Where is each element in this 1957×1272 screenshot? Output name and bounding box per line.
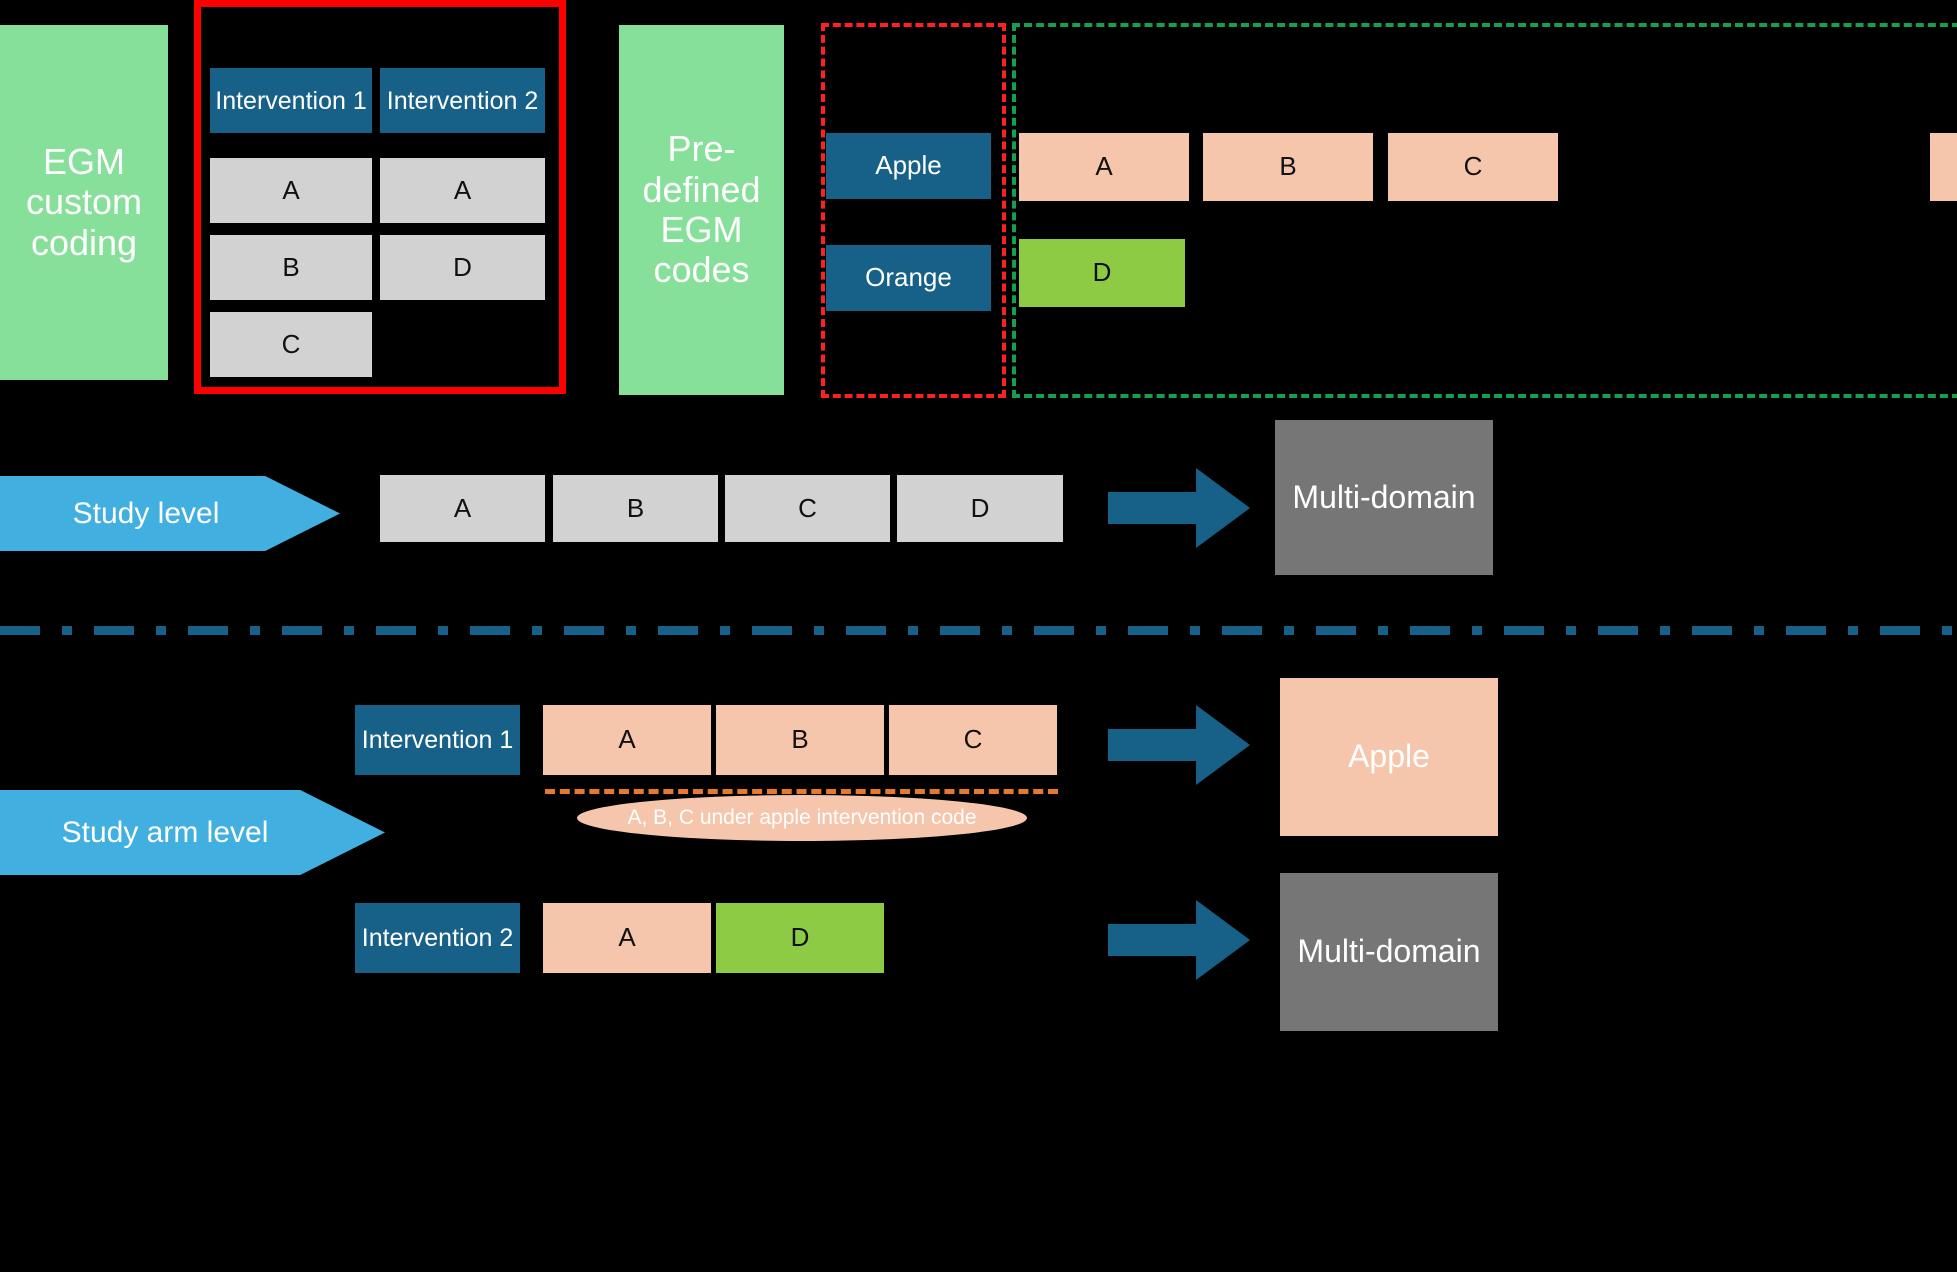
- predefined-egm-codes-label: Pre-defined EGM codes: [619, 25, 784, 395]
- study-arm-level-chevron: Study arm level: [0, 790, 385, 875]
- predefined-outcome-code-d: D: [1019, 239, 1185, 307]
- study-arm-1-code: A: [543, 705, 711, 775]
- predefined-codes-red-outline: [821, 23, 1006, 398]
- study-arm-2-code: D: [716, 903, 884, 973]
- study-arm-2-result-multi-domain: Multi-domain: [1280, 873, 1498, 1031]
- custom-table-header-intervention-1: Intervention 1: [210, 68, 372, 133]
- custom-table-cell: D: [380, 235, 545, 300]
- custom-table-header-intervention-2: Intervention 2: [380, 68, 545, 133]
- study-level-code: B: [553, 475, 718, 542]
- custom-table-cell: C: [210, 312, 372, 377]
- study-arm-2-code: A: [543, 903, 711, 973]
- study-arm-1-note-bubble: A, B, C under apple intervention code: [577, 795, 1027, 841]
- custom-table-cell: A: [210, 158, 372, 223]
- predefined-outcome-code-partial: [1930, 133, 1957, 201]
- study-arm-1-right-arrow-icon: [1108, 705, 1250, 785]
- predefined-intervention-code-apple: Apple: [826, 133, 991, 199]
- custom-table-cell: B: [210, 235, 372, 300]
- study-level-chevron: Study level: [0, 476, 340, 551]
- study-level-code: D: [897, 475, 1063, 542]
- study-arm-2-name: Intervention 2: [355, 903, 520, 973]
- custom-coding-highlight-outline: [194, 0, 566, 394]
- predefined-intervention-code-orange: Orange: [826, 245, 991, 311]
- study-level-code: A: [380, 475, 545, 542]
- study-level-code: C: [725, 475, 890, 542]
- predefined-outcomes-green-outline: [1012, 23, 1957, 398]
- predefined-outcome-code: C: [1388, 133, 1558, 201]
- study-arm-1-note-connector: [545, 789, 1058, 794]
- predefined-outcome-code: A: [1019, 133, 1189, 201]
- custom-table-cell: A: [380, 158, 545, 223]
- study-arm-1-code: B: [716, 705, 884, 775]
- study-level-result-multi-domain: Multi-domain: [1275, 420, 1493, 575]
- study-level-right-arrow-icon: [1108, 468, 1250, 548]
- egm-custom-coding-label: EGM custom coding: [0, 25, 168, 380]
- section-divider: [0, 626, 1957, 635]
- study-arm-1-result-apple: Apple: [1280, 678, 1498, 836]
- predefined-outcome-code: B: [1203, 133, 1373, 201]
- study-arm-1-code: C: [889, 705, 1057, 775]
- study-arm-2-right-arrow-icon: [1108, 900, 1250, 980]
- study-arm-1-name: Intervention 1: [355, 705, 520, 775]
